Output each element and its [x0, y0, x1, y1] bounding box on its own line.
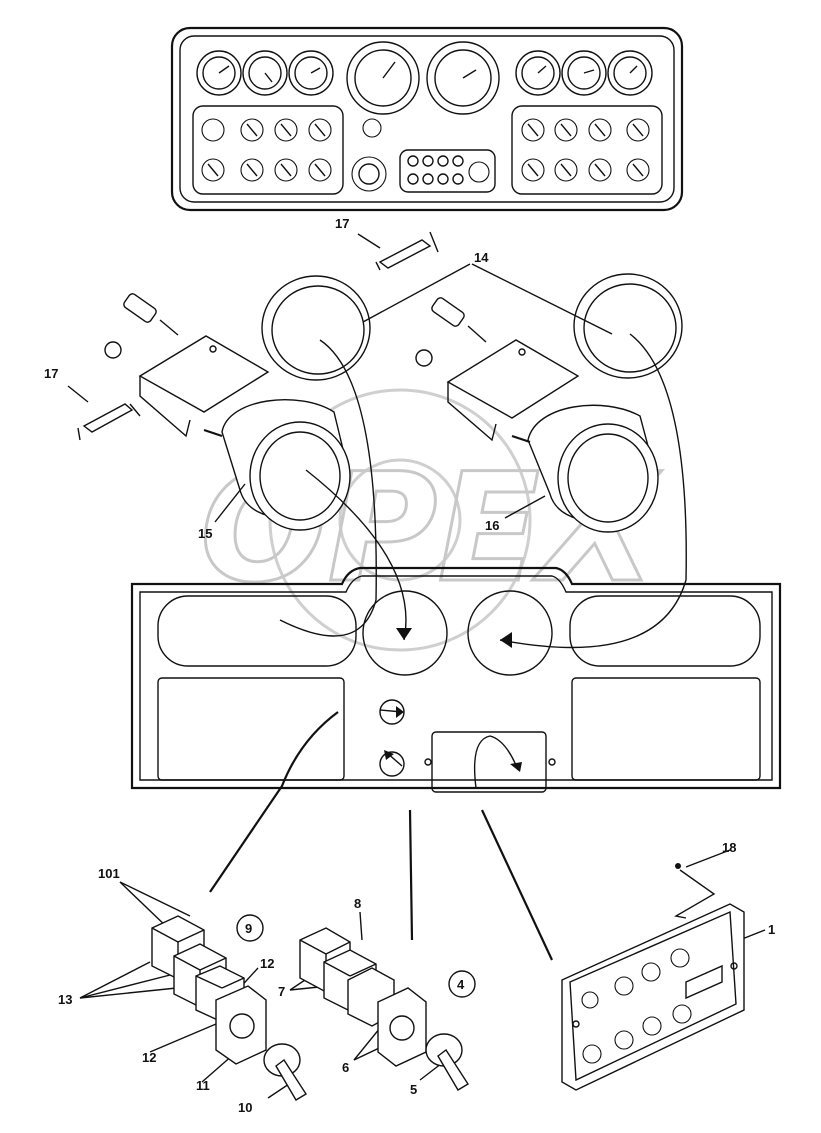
callout-10: 10 — [238, 1100, 252, 1115]
callout-4: 4 — [457, 977, 465, 992]
center-switch-module — [351, 118, 496, 193]
callout-8: 8 — [354, 896, 361, 911]
label-plate-top — [357, 231, 439, 271]
callout-17: 17 — [335, 216, 349, 231]
callout-12: 12 — [142, 1050, 156, 1065]
callout-101: 101 — [98, 866, 120, 881]
small-gauge-group-left — [196, 50, 334, 96]
label-plate-left — [67, 385, 141, 441]
gauge-lens-right — [573, 273, 683, 379]
callout-4-circle: 4 — [448, 970, 476, 998]
gauge-lens-left — [261, 275, 371, 381]
callout-9-circle: 9 — [236, 914, 264, 942]
callout-13: 13 — [58, 992, 72, 1007]
mount-bracket-left — [104, 293, 270, 438]
dashboard-frame — [130, 566, 782, 793]
callout-6: 6 — [342, 1060, 349, 1075]
callout-18: 18 — [722, 840, 736, 855]
mount-bracket-right — [415, 297, 580, 442]
switch-assembly-9 — [151, 915, 307, 1101]
callout-12: 12 — [260, 956, 274, 971]
callout-15: 15 — [198, 526, 212, 541]
gauge-body-left — [203, 399, 351, 531]
switch-assembly-4 — [299, 927, 469, 1091]
callout-11: 11 — [196, 1078, 210, 1093]
gauge-body-right — [511, 404, 659, 533]
callout-9: 9 — [245, 921, 252, 936]
switch-panel-left — [192, 105, 344, 195]
callout-17: 17 — [44, 366, 58, 381]
callout-1: 1 — [768, 922, 775, 937]
callout-16: 16 — [485, 518, 499, 533]
callout-14: 14 — [474, 250, 489, 265]
callout-5: 5 — [410, 1082, 417, 1097]
callout-7: 7 — [278, 984, 285, 999]
small-gauge-group-right — [515, 50, 653, 96]
callout-labels: 17 17 14 15 16 18 1 101 8 9 4 12 13 7 12… — [44, 216, 775, 1115]
warning-light-plate — [561, 863, 745, 1091]
assembled-instrument-panel — [170, 26, 684, 212]
large-gauge-group-center — [346, 41, 500, 115]
installation-arrows — [209, 333, 687, 961]
switch-panel-right — [511, 105, 663, 195]
